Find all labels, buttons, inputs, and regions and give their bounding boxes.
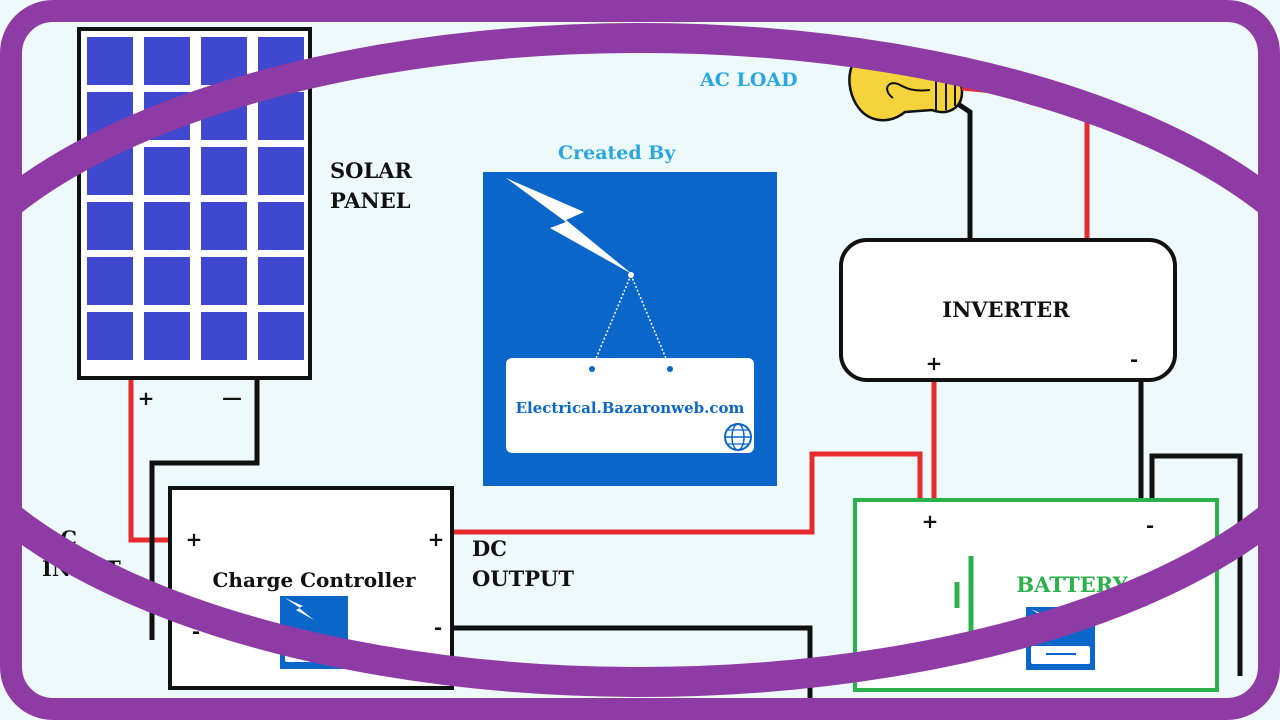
solar-cell <box>258 147 304 195</box>
controller-output-negative-terminal: - <box>434 615 442 639</box>
brand-logo: Electrical.Bazaronweb.com <box>483 172 777 486</box>
inverter-box <box>839 238 1177 382</box>
inverter-positive-terminal: + <box>926 351 943 375</box>
solar-cell <box>87 202 133 250</box>
solar-cell <box>87 37 133 85</box>
controller-input-negative-terminal: - <box>192 619 200 643</box>
solar-cell <box>144 202 190 250</box>
battery-negative-terminal: - <box>1146 513 1154 537</box>
solar-cell <box>258 257 304 305</box>
solar-cell <box>201 202 247 250</box>
wire-panel-negative <box>149 380 260 640</box>
wire-panel-positive <box>128 380 172 543</box>
solar-cell <box>258 202 304 250</box>
lightning-bolt-icon <box>506 178 632 274</box>
globe-icon <box>724 423 752 451</box>
dc-output-label-line1: DC <box>472 536 507 561</box>
created-by-label: Created By <box>558 142 676 164</box>
wire-battery-return <box>1149 453 1243 676</box>
solar-panel-label-line1: SOLAR <box>330 158 413 183</box>
controller-input-positive-terminal: + <box>186 527 203 551</box>
solar-cell <box>201 147 247 195</box>
panel-positive-terminal: + <box>138 386 155 410</box>
solar-cell <box>144 257 190 305</box>
solar-panel-label-line2: PANEL <box>330 188 411 213</box>
solar-cell <box>201 257 247 305</box>
solar-cell <box>201 312 247 360</box>
solar-cell <box>144 37 190 85</box>
wire-ac-neutral <box>956 101 973 242</box>
battery-positive-terminal: + <box>922 509 939 533</box>
dc-output-label-line2: OUTPUT <box>472 566 574 591</box>
controller-output-positive-terminal: + <box>428 527 445 551</box>
solar-cell <box>87 312 133 360</box>
solar-cell <box>144 147 190 195</box>
charge-controller-label: Charge Controller <box>213 568 416 592</box>
wiring <box>128 85 1243 700</box>
solar-cell <box>144 312 190 360</box>
inverter-label: INVERTER <box>942 297 1070 322</box>
panel-negative-terminal: — <box>222 385 242 409</box>
solar-cell <box>258 312 304 360</box>
inverter-negative-terminal: - <box>1130 347 1138 371</box>
ac-load-label: AC LOAD <box>699 69 798 91</box>
website-label: Electrical.Bazaronweb.com <box>516 399 745 417</box>
solar-cell <box>87 257 133 305</box>
wire-dc-output-positive <box>452 451 923 535</box>
